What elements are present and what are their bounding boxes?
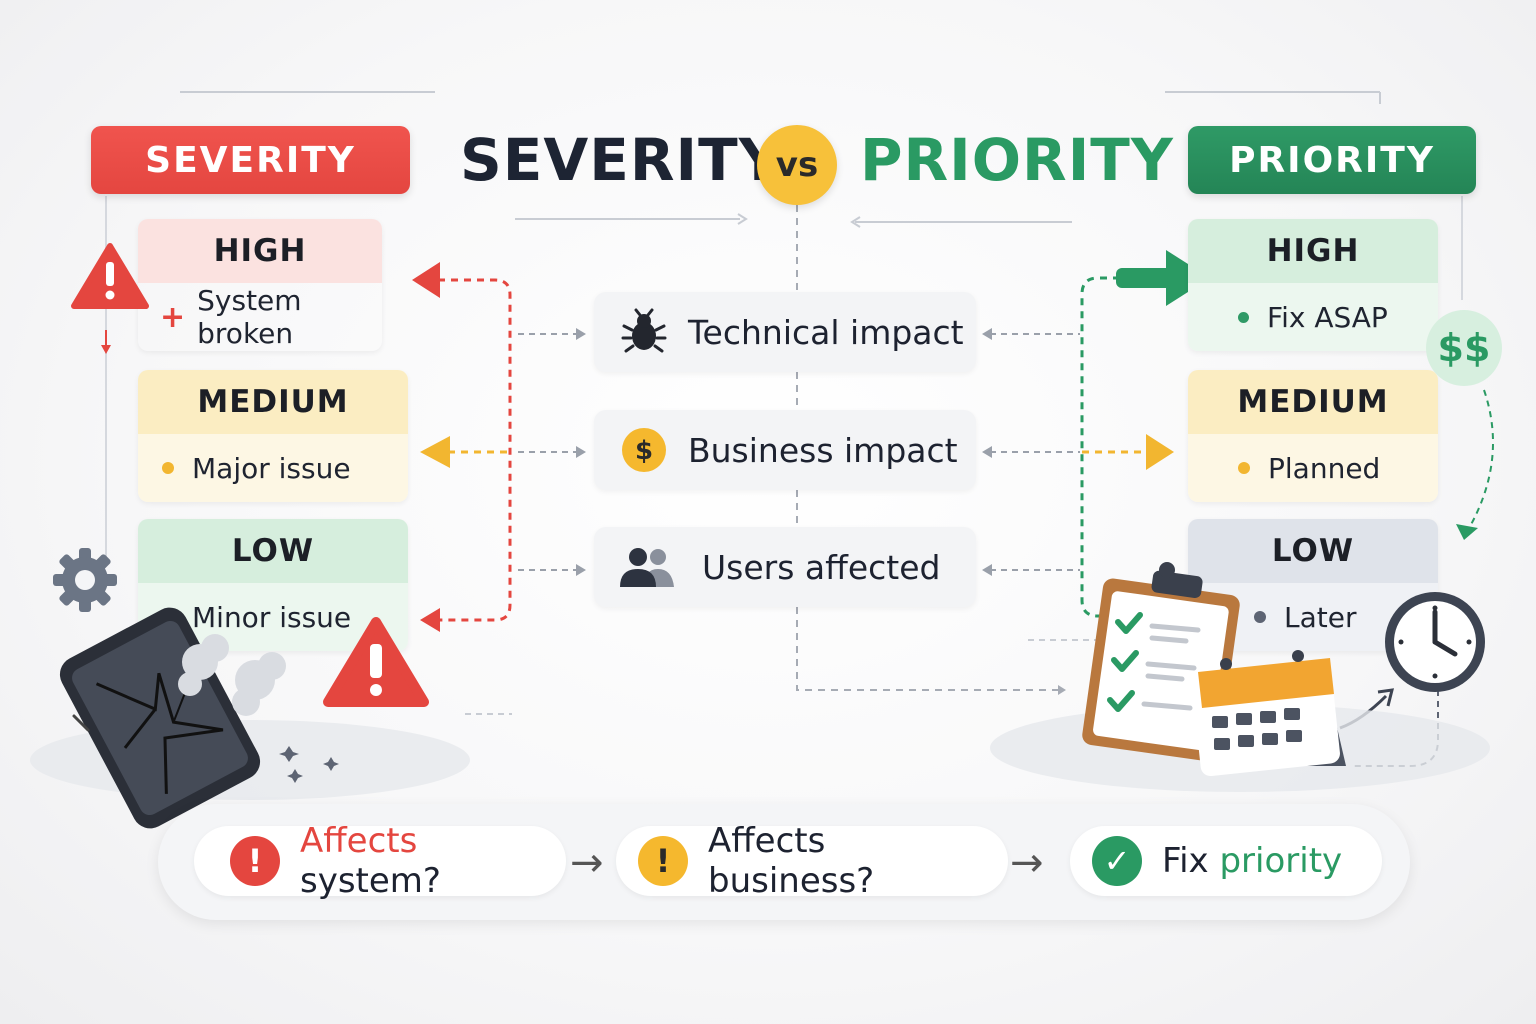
svg-text:$: $ [635,436,653,466]
plus-icon: + [160,299,186,335]
flow-step-text: system? [300,861,441,901]
title-severity: SEVERITY [460,126,782,194]
yellow-dot-icon [162,462,174,474]
severity-level-high: HIGH [138,219,382,283]
severity-card-high: HIGH + System broken [138,219,382,351]
severity-level-medium: MEDIUM [138,370,408,434]
money-badge: $$ [1426,310,1502,386]
factor-label: Technical impact [688,312,964,352]
flow-arrow-1: → [570,840,604,886]
clock-icon [1385,592,1485,692]
gear-icon [53,548,117,612]
warning-badge-icon: ! [638,836,688,886]
priority-level-low: LOW [1188,519,1438,583]
factor-business-impact: $ Business impact [594,410,976,490]
flow-step-fix-priority: ✓ Fix priority [1070,826,1382,896]
smoke-icon [178,634,286,716]
severity-card-medium: MEDIUM Major issue [138,370,408,502]
severity-desc-medium: Major issue [192,451,351,485]
flow-step-highlight: Fix [1162,841,1220,881]
severity-header: SEVERITY [91,126,410,194]
factor-users-affected: Users affected [594,527,976,607]
severity-desc-low: Minor issue [192,600,352,634]
flow-step-text: Affects business? [708,821,875,901]
flow-step-affects-system: ! Affects system? [194,821,566,901]
flow-arrow-2: → [1010,840,1044,886]
flow-step-text: priority [1219,841,1343,881]
flow-step-highlight: Affects [300,821,418,861]
bug-icon [618,306,670,358]
sparkle-icon [279,746,339,783]
users-icon [618,541,678,593]
yellow-dot-icon [1238,462,1250,474]
flow-step-affects-business: ! Affects business? [616,821,1008,901]
severity-desc-high: System broken [197,284,302,350]
severity-level-low: LOW [138,519,408,583]
broken-phone-icon [59,607,261,829]
dollar-coin-icon: $ [618,424,670,476]
green-dot-icon [1238,311,1249,323]
check-badge-icon: ✓ [1092,836,1142,886]
title-priority: PRIORITY [860,126,1174,194]
priority-desc-low: Later [1284,600,1357,634]
alert-triangle-icon [323,617,429,707]
error-badge-icon: ! [230,836,280,886]
gray-dot-icon [1254,611,1266,623]
factor-label: Business impact [688,430,958,470]
calendar-icon [1192,650,1346,777]
factor-technical-impact: Technical impact [594,292,976,372]
factor-label: Users affected [702,547,941,587]
warning-triangle-icon [71,243,149,309]
vs-badge: vs [757,125,837,205]
priority-card-medium: MEDIUM Planned [1188,370,1438,502]
priority-desc-high: Fix ASAP [1267,300,1388,334]
priority-header: PRIORITY [1188,126,1476,194]
priority-level-high: HIGH [1188,219,1438,283]
priority-level-medium: MEDIUM [1188,370,1438,434]
priority-desc-medium: Planned [1268,451,1381,485]
priority-card-high: HIGH Fix ASAP [1188,219,1438,351]
